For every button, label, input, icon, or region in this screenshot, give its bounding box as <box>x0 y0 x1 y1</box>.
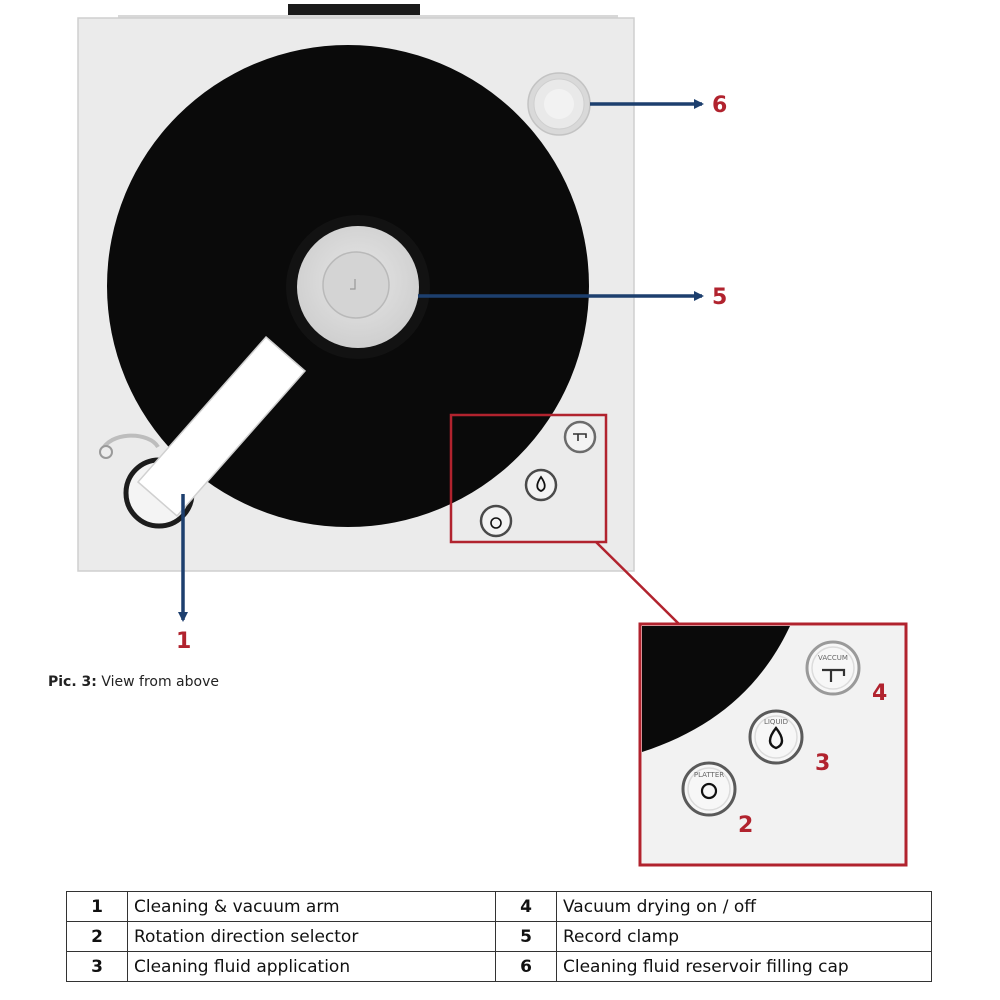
figure-caption-text: View from above <box>101 674 219 690</box>
vacuum-button-label: VACCUM <box>818 654 848 662</box>
controls-zoom-inset: VACCUM LIQUID PLATTER 4 3 2 <box>638 622 908 867</box>
liquid-button-zoom[interactable]: LIQUID <box>748 709 804 765</box>
callout-5: 5 <box>712 285 727 310</box>
platter-button-label: PLATTER <box>694 771 724 779</box>
liquid-button-small[interactable] <box>524 468 558 502</box>
platter-button-small[interactable] <box>479 504 513 538</box>
record-clamp[interactable] <box>297 226 419 348</box>
vacuum-button-small[interactable] <box>563 420 597 454</box>
legend-number: 6 <box>495 951 557 982</box>
legend-text: Cleaning & vacuum arm <box>127 891 496 922</box>
vacuum-button-zoom[interactable]: VACCUM <box>805 640 861 696</box>
figure-caption-label: Pic. 3: <box>48 674 97 690</box>
inset-platter-edge <box>642 626 790 752</box>
legend-table: 1 Cleaning & vacuum arm 4 Vacuum drying … <box>66 891 932 982</box>
zoom-connector-line <box>595 541 680 625</box>
legend-text: Cleaning fluid application <box>127 951 496 982</box>
callout-3: 3 <box>815 751 830 776</box>
controls-highlight-frame <box>449 413 608 544</box>
legend-row: 1 Cleaning & vacuum arm 4 Vacuum drying … <box>66 891 932 922</box>
legend-text: Record clamp <box>556 921 932 952</box>
legend-number: 5 <box>495 921 557 952</box>
callout-1: 1 <box>176 629 191 654</box>
device-top-view-diagram: VACCUM LIQUID PLATTER 4 3 2 6 5 1 <box>77 4 908 867</box>
figure-caption: Pic. 3: View from above <box>48 674 219 690</box>
legend-text: Cleaning fluid reservoir filling cap <box>556 951 932 982</box>
legend-number: 4 <box>495 891 557 922</box>
top-handle <box>288 4 420 18</box>
legend-number: 3 <box>66 951 128 982</box>
callout-6: 6 <box>712 93 727 118</box>
legend-number: 1 <box>66 891 128 922</box>
filling-cap[interactable] <box>527 72 591 136</box>
liquid-button-label: LIQUID <box>764 718 788 726</box>
legend-number: 2 <box>66 921 128 952</box>
platter-button-zoom[interactable]: PLATTER <box>681 761 737 817</box>
legend-text: Vacuum drying on / off <box>556 891 932 922</box>
legend-row: 3 Cleaning fluid application 6 Cleaning … <box>66 951 932 982</box>
cleaning-vacuum-arm[interactable] <box>99 335 307 529</box>
callout-2: 2 <box>738 813 753 838</box>
legend-row: 2 Rotation direction selector 5 Record c… <box>66 921 932 952</box>
callout-4: 4 <box>872 681 887 706</box>
legend-text: Rotation direction selector <box>127 921 496 952</box>
arm-pivot-screw <box>99 445 113 459</box>
